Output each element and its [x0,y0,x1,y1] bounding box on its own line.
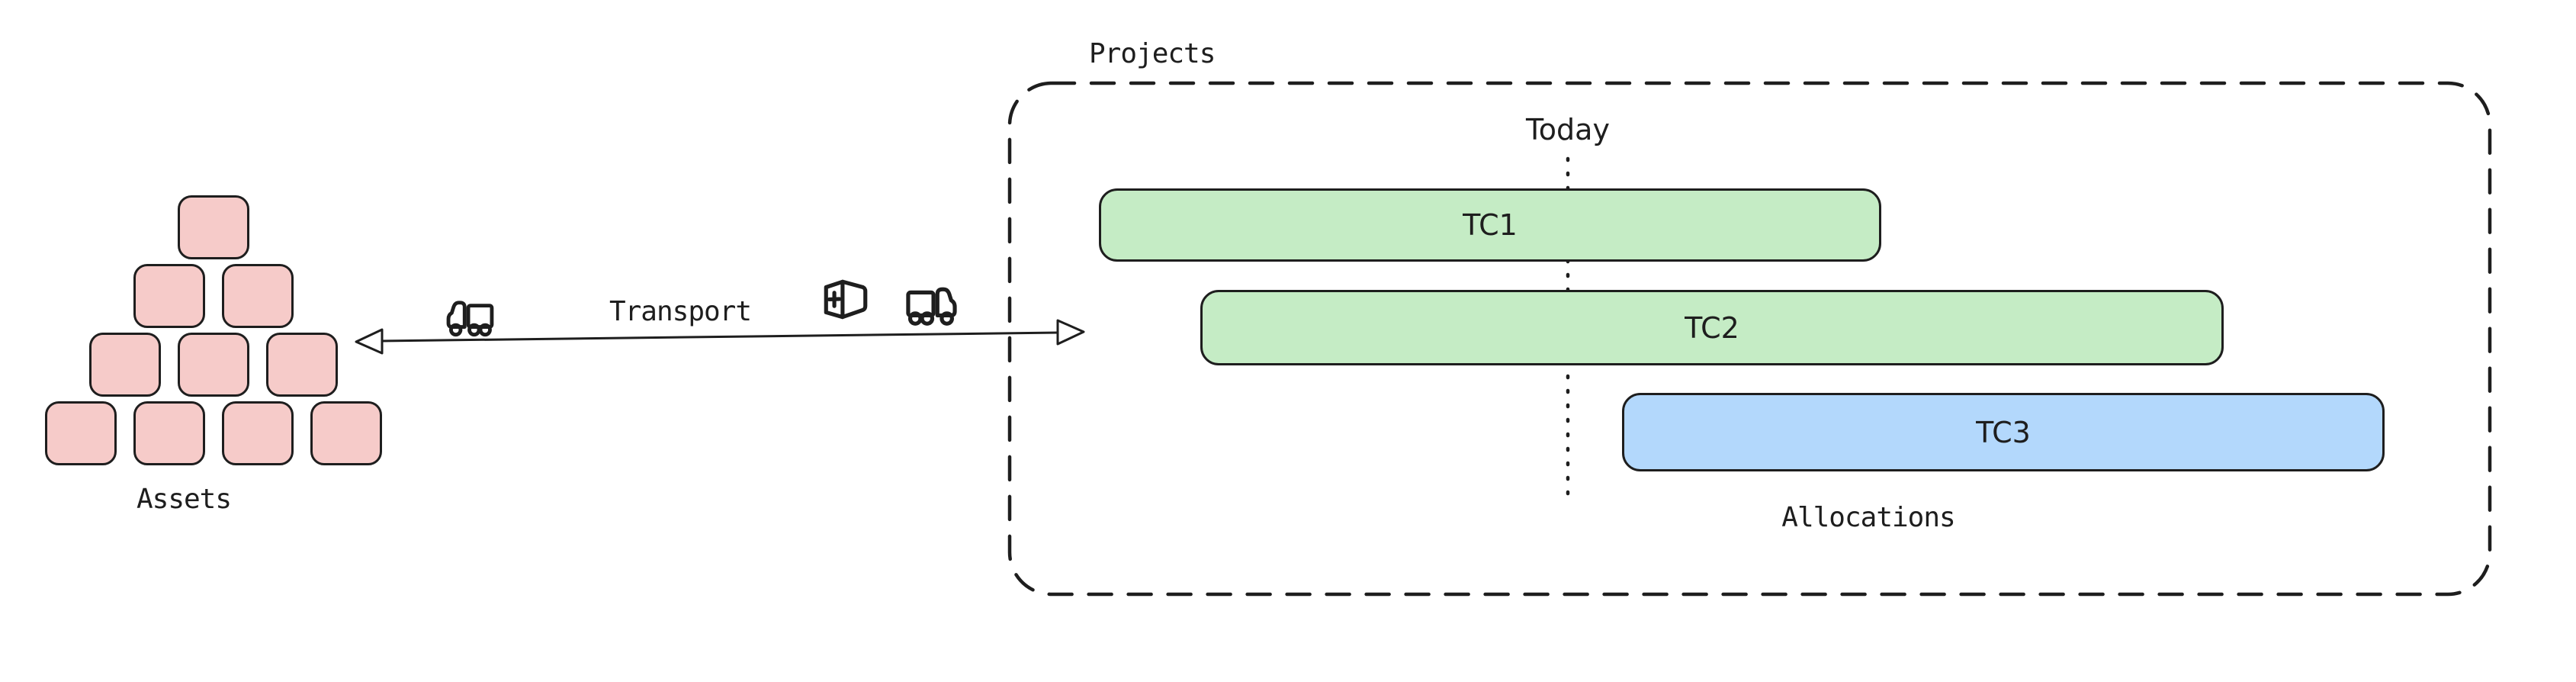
today-label: Today [1526,113,1610,146]
container-icon [819,278,872,323]
assets-label: Assets [136,484,232,515]
allocations-label: Allocations [1781,502,1955,533]
asset-block [310,401,382,465]
asset-block [266,333,338,397]
allocation-bar-label: TC1 [1463,208,1518,242]
asset-block [178,333,249,397]
asset-block [222,401,294,465]
allocation-bar-tc3: TC3 [1622,393,2385,471]
asset-block [178,195,249,259]
allocation-bar-tc2: TC2 [1200,290,2224,365]
truck-right-icon [904,284,959,328]
truck-left-icon [443,298,496,339]
allocation-bar-label: TC3 [1976,415,2031,449]
asset-block [45,401,117,465]
projects-label: Projects [1089,38,1216,69]
transport-arrowhead-left [355,328,384,355]
allocation-bar-tc1: TC1 [1099,188,1881,262]
asset-block [222,264,294,328]
asset-block [89,333,161,397]
allocation-bar-label: TC2 [1685,310,1739,345]
transport-arrowhead-right [1056,319,1085,346]
asset-block [133,401,205,465]
transport-label: Transport [609,296,752,327]
asset-block [133,264,205,328]
